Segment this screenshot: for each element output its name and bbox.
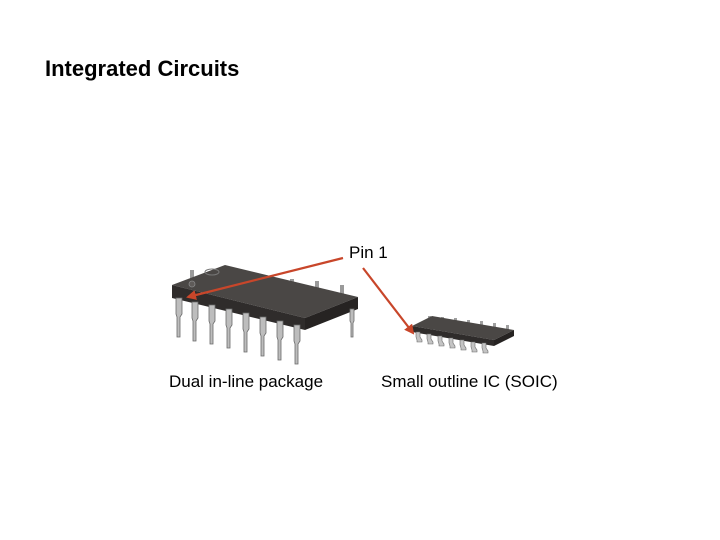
slide-title: Integrated Circuits <box>45 56 240 81</box>
arrow-to-dip-pin1 <box>186 256 344 300</box>
soic-body-front <box>412 326 494 346</box>
dip-pin1-dot <box>188 280 196 288</box>
dip-body-right <box>305 297 358 330</box>
soic-chip <box>412 316 514 354</box>
dip-body-front <box>172 285 305 330</box>
dip-right-pins <box>349 308 355 338</box>
dip-body-top <box>172 265 358 318</box>
dip-label: Dual in-line package <box>169 372 324 391</box>
pin1-label: Pin 1 <box>349 243 388 262</box>
soic-front-pins <box>415 331 489 354</box>
soic-body-right <box>494 330 514 346</box>
dip-chip <box>172 265 358 365</box>
arrow-to-soic-pin1 <box>362 267 415 335</box>
soic-label: Small outline IC (SOIC) <box>381 372 558 391</box>
dip-front-pins <box>175 297 301 365</box>
dip-notch <box>204 268 220 276</box>
soic-body-top <box>412 316 514 340</box>
